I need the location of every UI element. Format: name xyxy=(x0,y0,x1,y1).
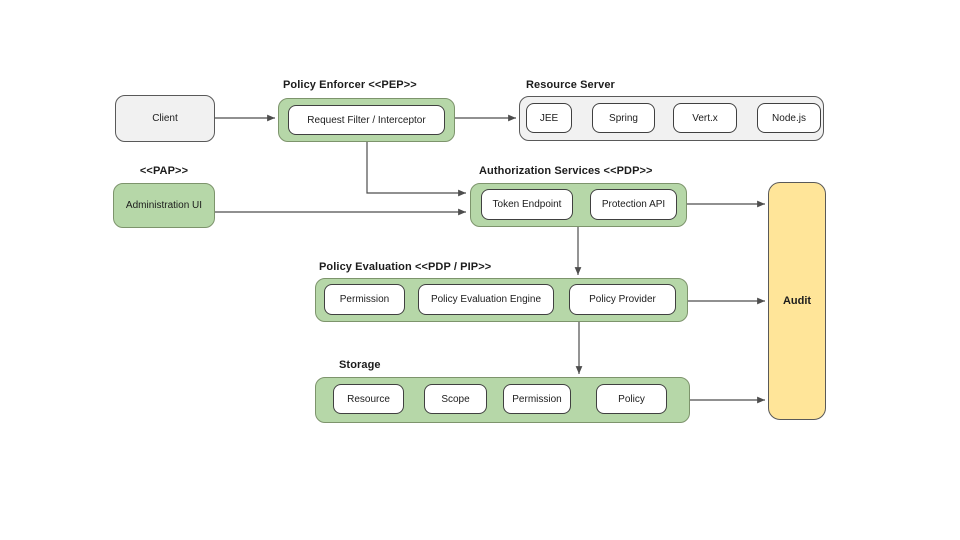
node-client: Client xyxy=(115,95,215,142)
arrow-policy-enforcer-to-authorization-services xyxy=(366,142,466,197)
node-request-filter-interceptor: Request Filter / Interceptor xyxy=(288,105,445,135)
permission-label: Permission xyxy=(339,294,390,305)
pap-title: <<PAP>> xyxy=(139,165,189,177)
node-policy-evaluation-engine: Policy Evaluation Engine xyxy=(418,284,554,315)
container-policy-evaluation: Permission Policy Evaluation Engine Poli… xyxy=(315,278,688,322)
node-permission: Permission xyxy=(324,284,405,315)
storage-resource-label: Resource xyxy=(347,393,390,405)
node-audit: Audit xyxy=(768,182,826,420)
audit-label: Audit xyxy=(782,295,812,307)
client-label: Client xyxy=(152,113,178,124)
container-policy-enforcer: Request Filter / Interceptor xyxy=(278,98,455,142)
administration-ui-label: Administration UI xyxy=(125,200,203,211)
node-token-endpoint: Token Endpoint xyxy=(481,189,573,220)
container-storage: Resource Scope Permission Policy xyxy=(315,377,690,423)
jee-label: JEE xyxy=(539,112,559,124)
node-jee: JEE xyxy=(526,103,572,133)
node-storage-permission: Permission xyxy=(503,384,571,414)
node-nodejs: Node.js xyxy=(757,103,821,133)
policy-evaluation-title: Policy Evaluation <<PDP / PIP>> xyxy=(319,261,492,273)
request-filter-interceptor-label: Request Filter / Interceptor xyxy=(307,114,426,126)
storage-policy-label: Policy xyxy=(618,393,645,405)
node-protection-api: Protection API xyxy=(590,189,677,220)
node-storage-scope: Scope xyxy=(424,384,487,414)
node-storage-policy: Policy xyxy=(596,384,667,414)
vertx-label: Vert.x xyxy=(692,112,718,124)
node-administration-ui: Administration UI xyxy=(113,183,215,228)
node-policy-provider: Policy Provider xyxy=(569,284,676,315)
container-authorization-services: Token Endpoint Protection API xyxy=(470,183,687,227)
node-vertx: Vert.x xyxy=(673,103,737,133)
storage-permission-label: Permission xyxy=(512,393,562,405)
node-storage-resource: Resource xyxy=(333,384,404,414)
storage-scope-label: Scope xyxy=(441,393,470,405)
container-resource-server: JEE Spring Vert.x Node.js xyxy=(519,96,824,141)
protection-api-label: Protection API xyxy=(601,199,666,210)
spring-label: Spring xyxy=(609,112,638,124)
storage-title: Storage xyxy=(339,359,381,371)
nodejs-label: Node.js xyxy=(772,112,806,124)
policy-evaluation-engine-label: Policy Evaluation Engine xyxy=(430,294,542,305)
token-endpoint-label: Token Endpoint xyxy=(492,199,562,210)
policy-enforcer-title: Policy Enforcer <<PEP>> xyxy=(283,79,417,91)
resource-server-title: Resource Server xyxy=(526,79,615,91)
node-spring: Spring xyxy=(592,103,655,133)
authorization-services-title: Authorization Services <<PDP>> xyxy=(479,165,653,177)
policy-provider-label: Policy Provider xyxy=(589,294,656,305)
